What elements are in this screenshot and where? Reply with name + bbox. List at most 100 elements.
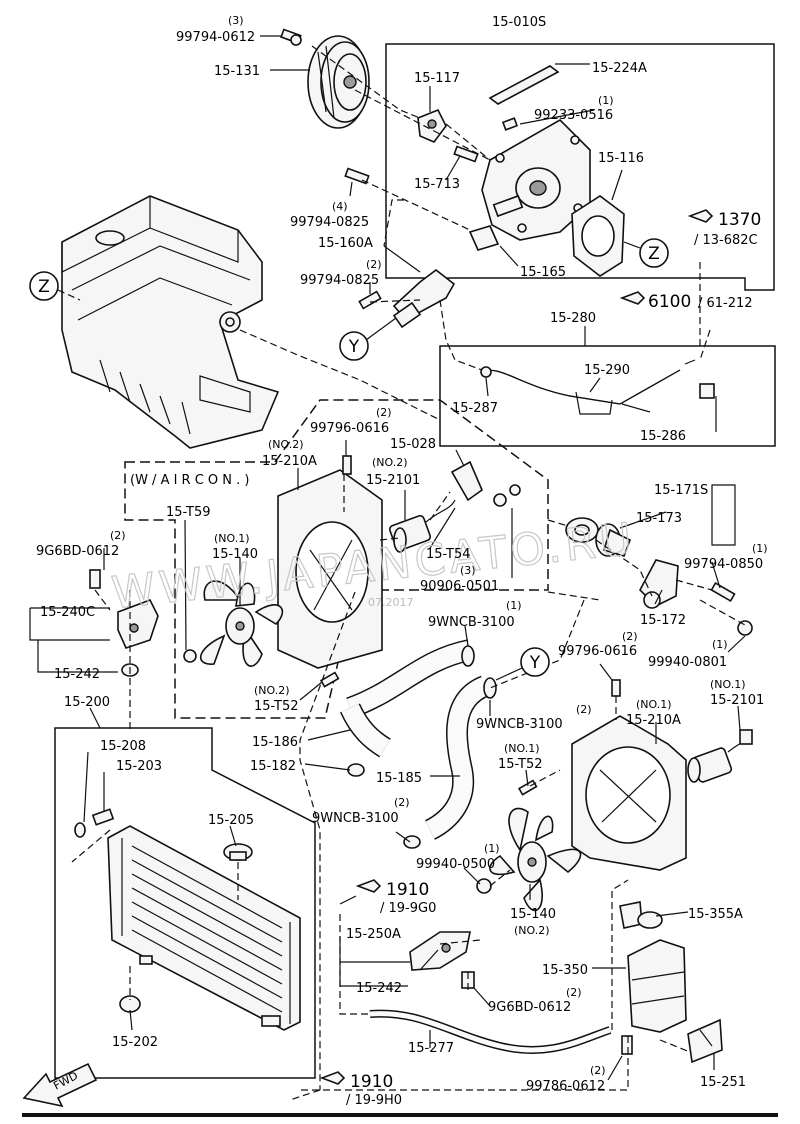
water-pump-assembly-box [385, 43, 775, 291]
svg-text:/ 19-9G0: / 19-9G0 [380, 901, 436, 916]
fan-motor-no2 [388, 499, 456, 553]
svg-text:(NO.1): (NO.1) [710, 678, 746, 691]
svg-text:99796-0616: 99796-0616 [310, 421, 389, 436]
svg-text:15-182: 15-182 [250, 759, 296, 774]
svg-text:(2): (2) [110, 529, 126, 542]
svg-text:(2): (2) [566, 986, 582, 999]
bolt-99796-0616b [611, 679, 621, 697]
svg-text:99794-0825: 99794-0825 [290, 215, 369, 230]
z-engine-guide [57, 289, 81, 301]
radiator [107, 825, 301, 1031]
nut-99940-0500 [476, 878, 492, 894]
y-outlet-leader [365, 317, 397, 341]
svg-text:15-277: 15-277 [408, 1041, 454, 1056]
pulley [307, 35, 370, 129]
svg-text:15-210A: 15-210A [626, 713, 681, 728]
svg-text:90906-0501: 90906-0501 [420, 579, 499, 594]
svg-text:(2): (2) [366, 258, 382, 271]
svg-text:15-186: 15-186 [252, 735, 298, 750]
svg-text:99794-0850: 99794-0850 [684, 557, 763, 572]
leader-lines [29, 35, 746, 1081]
pump-o-ring [468, 225, 500, 251]
bolt-99794-0850 [710, 581, 736, 603]
ref-1370: 1370 / 13-682C [687, 209, 761, 248]
svg-text:Y: Y [348, 337, 360, 357]
svg-text:15-173: 15-173 [636, 511, 682, 526]
fwd-arrow: FWD [22, 1062, 98, 1108]
air-con-fan-dashed-box [124, 399, 549, 719]
nut-99940-0801 [737, 620, 753, 636]
svg-text:15-117: 15-117 [414, 71, 460, 86]
svg-text:99796-0616: 99796-0616 [558, 644, 637, 659]
svg-text:(NO.1): (NO.1) [636, 698, 672, 711]
svg-text:15-T52: 15-T52 [498, 757, 543, 772]
fan-shroud-no2 [277, 469, 383, 669]
nut-90906 [493, 484, 521, 507]
svg-text:(NO.2): (NO.2) [514, 924, 550, 937]
air-con-note: (W / A I R C O N . ) [130, 473, 250, 488]
svg-text:15-116: 15-116 [598, 151, 644, 166]
svg-text:15-202: 15-202 [112, 1035, 158, 1050]
svg-text:15-205: 15-205 [208, 813, 254, 828]
pulley-bolt [280, 28, 302, 46]
svg-text:15-T52: 15-T52 [254, 699, 299, 714]
svg-text:15-165: 15-165 [520, 265, 566, 280]
svg-text:(1): (1) [598, 94, 614, 107]
svg-text:9WNCB-3100: 9WNCB-3100 [428, 615, 515, 630]
svg-text:15-286: 15-286 [640, 429, 686, 444]
water-pipe [480, 359, 715, 415]
svg-text:(NO.2): (NO.2) [254, 684, 290, 697]
watermark-date: 07.2017 [368, 596, 414, 609]
bottom-rule [22, 1113, 778, 1117]
svg-text:9G6BD-0612: 9G6BD-0612 [488, 1000, 571, 1015]
svg-text:(2): (2) [622, 630, 638, 643]
overflow-hose [369, 1009, 612, 1054]
svg-text:15-287: 15-287 [452, 401, 498, 416]
pump-gasket [571, 195, 625, 277]
nut-15-t59 [183, 649, 197, 663]
hose-clamp-b [483, 677, 497, 699]
svg-text:15-140: 15-140 [212, 547, 258, 562]
svg-text:15-160A: 15-160A [318, 236, 373, 251]
reservoir-bracket [687, 1018, 723, 1064]
svg-text:15-010S: 15-010S [492, 15, 546, 30]
radiator-cap [223, 843, 253, 861]
fan-no2 [489, 807, 582, 912]
fan-motor-no1 [687, 729, 753, 783]
svg-text:15-140: 15-140 [510, 907, 556, 922]
ref-1910-a-arrow [339, 895, 357, 905]
callout-y-hose: Y [520, 647, 550, 677]
svg-text:(2): (2) [376, 406, 392, 419]
svg-text:(1): (1) [752, 542, 768, 555]
svg-text:99233-0516: 99233-0516 [534, 108, 613, 123]
svg-text:(NO.1): (NO.1) [214, 532, 250, 545]
svg-text:15-355A: 15-355A [688, 907, 743, 922]
bolt-99786-0612 [621, 1035, 633, 1055]
timing-cover-bracket [488, 65, 560, 105]
svg-text:9G6BD-0612: 9G6BD-0612 [36, 544, 119, 559]
svg-text:15-T59: 15-T59 [166, 505, 211, 520]
svg-text:/ 19-9H0: / 19-9H0 [346, 1093, 402, 1108]
thermostat-group-bracket [711, 484, 736, 546]
svg-text:99940-0801: 99940-0801 [648, 655, 727, 670]
radiator-bracket-lower [409, 931, 471, 971]
bolt-15-t52-no2 [319, 671, 340, 688]
callout-z-engine: Z [29, 271, 59, 301]
svg-text:(NO.2): (NO.2) [372, 456, 408, 469]
assembly-guide-lines [71, 45, 746, 1101]
bolt-99794-0825-side [358, 290, 382, 310]
svg-text:Z: Z [38, 277, 50, 297]
svg-text:(2): (2) [590, 1064, 606, 1077]
water-pump [481, 119, 591, 241]
svg-text:99794-0612: 99794-0612 [176, 30, 255, 45]
pump-dowel [501, 117, 519, 131]
ref-1910-b: 1910 / 19-9H0 [319, 1071, 402, 1108]
svg-text:15-210A: 15-210A [262, 454, 317, 469]
svg-text:15-2101: 15-2101 [366, 473, 420, 488]
svg-text:15-280: 15-280 [550, 311, 596, 326]
svg-text:15-131: 15-131 [214, 64, 260, 79]
svg-text:6100: 6100 [648, 292, 691, 312]
svg-text:(NO.1): (NO.1) [504, 742, 540, 755]
fan-no1 [199, 580, 284, 667]
